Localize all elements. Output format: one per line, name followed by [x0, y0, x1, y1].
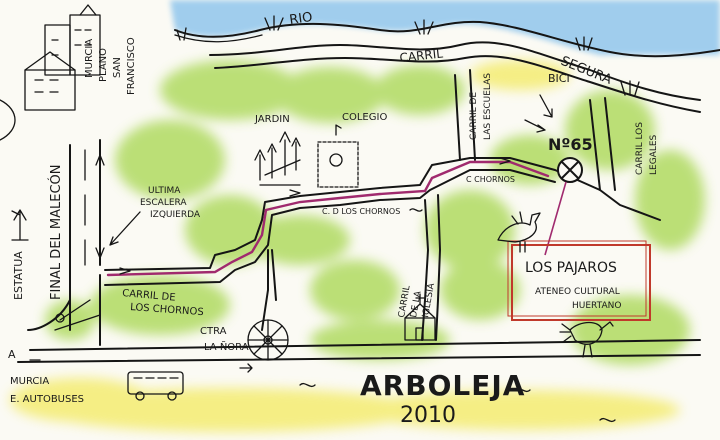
noria-wheel-icon [247, 319, 289, 361]
ctra-la-nora-label: CTRA LA ÑORA [200, 326, 249, 353]
destination-line1: ATENEO CULTURAL [535, 287, 620, 297]
church-icon [404, 293, 436, 341]
estatua-label: ESTATUA [12, 251, 25, 300]
svg-text:CARRIL DE: CARRIL DE [469, 92, 479, 140]
escalera-arrow [109, 211, 141, 246]
garden-trees-icon [254, 131, 301, 186]
watercolor-blue-river [170, 0, 720, 55]
colegio-label: COLEGIO [342, 112, 387, 123]
destination-name: LOS PAJAROS [525, 260, 617, 276]
carril-top-label: CARRIL [399, 46, 444, 65]
svg-text:ESCALERA: ESCALERA [140, 198, 187, 208]
bird-icon [497, 211, 541, 253]
svg-text:MURCIA: MURCIA [84, 39, 95, 78]
c-chornos-label: C CHORNOS [466, 175, 515, 184]
destination-marker-icon [557, 157, 583, 183]
watercolor-green-wash [45, 60, 705, 365]
svg-text:CARRIL LOS: CARRIL LOS [635, 122, 645, 175]
svg-text:LAS ESCUELAS: LAS ESCUELAS [483, 73, 493, 140]
map-year: 2010 [400, 403, 456, 428]
murcia-autobuses-label: MURCIA E. AUTOBUSES [10, 376, 84, 405]
svg-text:ULTIMA: ULTIMA [148, 186, 181, 196]
ultima-escalera-label: ULTIMA ESCALERA IZQUIERDA [140, 186, 201, 220]
statue-icon [11, 209, 29, 241]
final-malecon-label: FINAL DEL MALECÓN [48, 164, 64, 300]
murcia-plano-label: MURCIA PLANO SAN FRANCISCO [84, 37, 137, 95]
svg-text:CTRA: CTRA [200, 326, 227, 337]
destination-line2: HUERTANO [572, 301, 621, 311]
svg-text:MURCIA: MURCIA [10, 376, 49, 387]
peacock-icon [559, 321, 614, 358]
river-banks [174, 20, 720, 113]
carril-los-legales-label: CARRIL LOS LEGALES [635, 122, 659, 175]
map-title: ARBOLEJA [360, 369, 525, 402]
svg-text:FRANCISCO: FRANCISCO [126, 37, 137, 95]
carril-escuelas-label: CARRIL DE LAS ESCUELAS [469, 73, 493, 140]
reeds [176, 15, 640, 96]
nora-arrow [239, 363, 253, 373]
town-buildings-sketch [0, 4, 101, 141]
a-label: A [8, 348, 16, 361]
walking-route [106, 160, 550, 277]
decorative-squiggles [299, 208, 616, 423]
svg-text:E. AUTOBUSES: E. AUTOBUSES [10, 394, 84, 405]
road-markings [54, 149, 101, 331]
route-arrows [95, 94, 553, 275]
river-label: RIO [288, 10, 313, 28]
c-d-los-chornos-label: C. D LOS CHORNOS [322, 207, 400, 216]
svg-text:IZQUIERDA: IZQUIERDA [150, 210, 201, 220]
destination-box: LOS PAJAROS ATENEO CULTURAL HUERTANO [507, 240, 651, 321]
svg-text:CARRIL DE: CARRIL DE [122, 288, 176, 304]
bici-label: BICI [548, 72, 570, 85]
svg-text:LOS CHORNOS: LOS CHORNOS [130, 302, 204, 318]
svg-text:PLANO: PLANO [98, 48, 109, 82]
watercolor-yellow-wash [10, 60, 680, 432]
school-icon [317, 124, 359, 188]
svg-text:LEGALES: LEGALES [649, 134, 659, 175]
svg-text:LA ÑORA: LA ÑORA [204, 340, 249, 353]
bus-icon [127, 371, 184, 401]
svg-text:SAN: SAN [112, 57, 123, 78]
carril-de-los-chornos-label: CARRIL DE LOS CHORNOS [122, 288, 204, 318]
house-number: Nº65 [548, 135, 593, 154]
jardin-label: JARDIN [254, 114, 290, 125]
carril-de-la-iglesia-label: CARRIL DE LA IGLESIA [397, 282, 437, 319]
destination-pointer [544, 181, 567, 256]
